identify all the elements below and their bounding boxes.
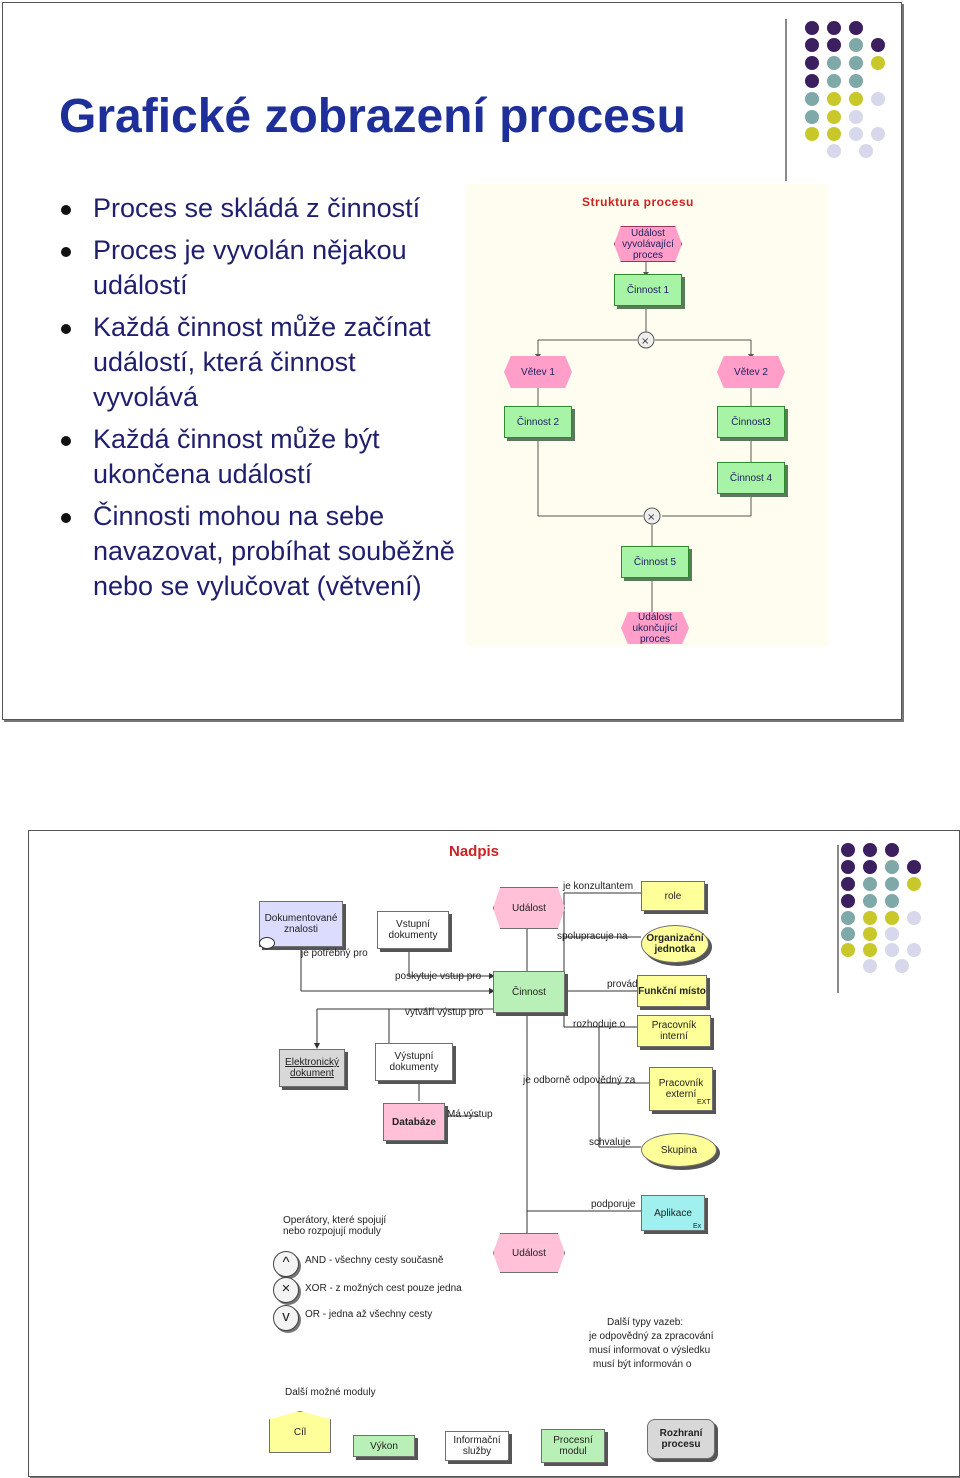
application: Aplikace [641,1195,705,1231]
ext-tag: EXT [697,1099,711,1106]
xor-label: XOR - z možných cest pouze jedna [305,1283,462,1294]
bullet-item: Každá činnost může začínat událostí, kte… [61,310,461,415]
slide-1: Grafické zobrazení procesu Proces se skl… [2,2,902,720]
other-link-3: musí být informován o [593,1359,692,1370]
chat-icon [259,937,275,949]
event-top: Událost [493,887,565,929]
other-modules-title: Další možné moduly [285,1387,376,1398]
database: Databáze [383,1103,445,1141]
svg-text:×: × [647,512,655,523]
label-has-output: Má výstup [447,1109,493,1120]
slide-title: Grafické zobrazení procesu [59,90,686,143]
bullet-item: Činnosti mohou na sebe navazovat, probíh… [61,499,461,604]
title-divider-line [837,845,839,993]
group: Skupina [641,1133,717,1167]
process-interface-module: Rozhraní procesu [647,1419,715,1459]
worker-external: Pracovník externí [649,1067,713,1111]
activity: Činnost [493,971,565,1013]
function-place: Funkční místo [637,975,707,1007]
bullet-item: Proces je vyvolán nějakou událostí [61,233,461,303]
relationship-connectors [300,892,649,1236]
other-link-2: musí informovat o výsledku [589,1345,711,1356]
info-services-module: Informační služby [445,1431,509,1461]
label-supports: podporuje [591,1199,636,1210]
event-bottom: Událost [493,1233,565,1273]
label-cooperates: spolupracuje na [557,931,628,942]
activity-2: Činnost 2 [504,406,572,438]
start-event: Událost vyvolávající proces [614,226,682,262]
label-responsible: je odborně odpovědný za [523,1075,636,1086]
title-divider-line [785,19,787,181]
slide-title: Nadpis [449,843,500,860]
slide-2: Nadpis [28,830,960,1477]
role: role [641,881,705,911]
and-operator-icon: ^ [273,1251,299,1277]
other-links-title: Další typy vazeb: [607,1317,684,1328]
label-performs: provádí [607,979,641,990]
process-module: Procesní modul [541,1429,605,1463]
label-consults: je konzultantem [563,881,634,892]
other-link-1: je odpovědný za zpracování [589,1331,714,1342]
end-event: Událost ukončující proces [621,612,689,644]
label-creates-output: vytváří výstup pro [405,1007,484,1018]
or-operator-icon: v [273,1305,299,1331]
activity-5: Činnost 5 [621,546,689,578]
input-documents: Vstupní dokumenty [377,911,449,949]
branch-1-event: Větev 1 [504,356,572,388]
electronic-document: Elektronický dokument [279,1049,345,1087]
process-structure-diagram: × × Struktura procesu Událost vyvolávají… [466,184,828,646]
and-label: AND - všechny cesty současně [305,1255,444,1266]
xor-operator-icon: × [273,1277,299,1303]
operators-title: Operátory, které spojují nebo rozpojují … [283,1215,387,1237]
worker-internal: Pracovník interní [637,1015,711,1047]
bullet-list: Proces se skládá z činností Proces je vy… [61,191,461,611]
or-label: OR - jedna až všechny cesty [305,1309,433,1320]
app-tag: Ex [693,1223,702,1230]
branch-2-event: Větev 2 [717,356,785,388]
organizational-unit: Organizační jednotka [641,925,709,963]
xor-join-operator [643,507,661,525]
performance-module: Výkon [353,1435,415,1457]
label-needed-for: je potřebný pro [301,948,368,959]
goal-module: Cíl [269,1411,331,1453]
label-decides: rozhoduje o [573,1019,626,1030]
bullet-item: Proces se skládá z činností [61,191,461,226]
diagram-title: Struktura procesu [582,195,694,209]
activity-1: Činnost 1 [614,274,682,306]
xor-split-operator [637,331,655,349]
svg-text:×: × [641,336,649,347]
output-documents: Výstupní dokumenty [375,1043,453,1081]
label-approves: schvaluje [589,1137,631,1148]
bullet-item: Každá činnost může být ukončena událostí [61,422,461,492]
label-provides-input: poskytuje vstup pro [395,971,482,982]
activity-3: Činnost3 [717,406,785,438]
activity-4: Činnost 4 [717,462,785,494]
